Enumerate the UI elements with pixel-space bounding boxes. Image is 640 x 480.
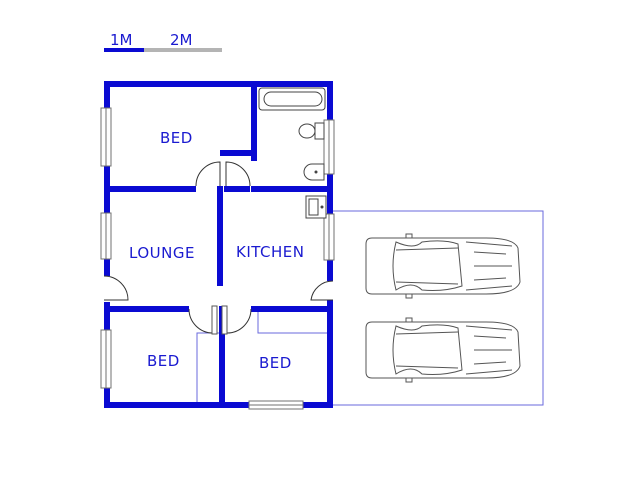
walls [104,81,333,408]
room-label-lounge: LOUNGE [129,244,195,262]
toilet [298,122,325,140]
door-bed-bottom-right [226,308,252,334]
car-top [365,233,521,299]
door-front [103,275,129,301]
door-bed-bottom-left [188,308,214,334]
room-label-bed-bottom-right: BED [259,354,292,372]
room-label-kitchen: KITCHEN [236,243,305,261]
door-bed-top [195,161,221,187]
kitchen-sink [305,195,327,219]
bathroom-fixtures [258,87,327,219]
basin [303,163,325,181]
doors [103,161,334,335]
carport-outline [333,210,544,406]
car-bottom [365,317,521,383]
scale-bar-2m-segment [144,48,222,52]
scale-bar: 1M 2M [104,31,222,52]
scale-bar-1m-segment [104,48,144,52]
room-label-bed-top: BED [160,129,193,147]
scale-label-2m: 2M [170,31,193,49]
scale-label-1m: 1M [110,31,133,49]
room-label-bed-bottom-left: BED [147,352,180,370]
door-bathroom [225,161,251,187]
door-kitchen-side [310,280,334,301]
windows [100,107,335,410]
